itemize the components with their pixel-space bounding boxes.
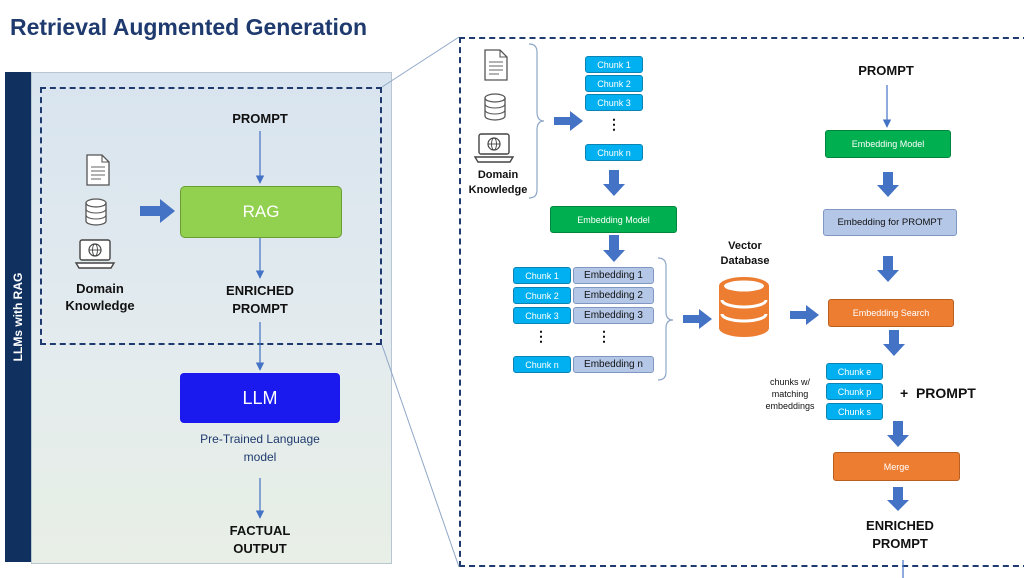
vector-database-icon [719,277,769,337]
detail-dashed-region [459,37,1024,567]
arrow-table-to-vectordb [683,309,712,329]
chunk-chip: Chunk 3 [585,94,643,111]
table-chunk: Chunk 3 [513,307,571,324]
chunk-ellipsis: ⋮ [607,116,621,132]
factual-line2: OUTPUT [233,541,287,556]
embedding-search-box: Embedding Search [828,299,954,327]
brace-table [657,257,674,381]
chunk-chip: Chunk n [585,144,643,161]
table-embedding: Embedding 2 [573,287,654,304]
chunks-note: chunks w/ matching embeddings [758,376,822,412]
matched-chunk: Chunk s [826,403,883,420]
document-icon [484,49,508,81]
table-chunk: Chunk 1 [513,267,571,284]
embedding-model-box: Embedding Model [550,206,677,233]
rag-box: RAG [180,186,342,238]
matched-chunk: Chunk p [826,383,883,400]
arrow-merge-to-enriched [887,487,909,511]
plus-prompt-label: + PROMPT [900,385,976,401]
zoom-line-bottom [381,344,460,568]
detail-domain-knowledge-label: Domain Knowledge [463,168,533,198]
left-domain-line1: Domain [76,281,124,296]
vector-db-line1: Vector [728,240,762,252]
chunks-note-line2: matching [771,389,809,399]
chunks-note-line3: embeddings [765,401,815,411]
embedding-model-prompt-box: Embedding Model [825,130,951,158]
factual-line1: FACTUAL [229,523,291,538]
laptop-globe-icon [74,239,116,269]
arrow-chunks-to-merge [887,421,909,447]
detail-enriched-line2: PROMPT [872,536,928,551]
detail-domain-line2: Knowledge [468,184,528,196]
detail-domain-line1: Domain [477,169,519,181]
zoom-line-top [381,36,460,88]
table-chunk: Chunk 2 [513,287,571,304]
arrow-vectordb-to-search [790,305,819,325]
database-icon [85,198,107,226]
database-icon [484,93,506,121]
chunks-note-line1: chunks w/ [769,377,811,387]
rag-dashed-region [40,87,382,345]
arrow-chunks-to-embedding [603,170,625,196]
matched-chunk: Chunk e [826,363,883,380]
arrow-embedding-to-table [603,235,625,262]
detail-enriched-line1: ENRICHED [866,518,934,533]
detail-prompt-label: PROMPT [858,63,914,78]
embedding-for-prompt-box: Embedding for PROMPT [823,209,957,236]
left-domain-line2: Knowledge [65,298,135,313]
page-title: Retrieval Augmented Generation [10,14,368,40]
arrow-knowledge-to-rag [140,199,175,223]
table-embedding-ellipsis: ⋮ [597,328,611,344]
detail-enriched-prompt-label: ENRICHED PROMPT [850,517,950,553]
chunk-chip: Chunk 1 [585,56,643,73]
table-embedding: Embedding 3 [573,307,654,324]
left-prompt-label: PROMPT [232,111,288,126]
document-icon [86,154,110,186]
arrow-search-to-chunks [883,330,905,356]
merge-box: Merge [833,452,960,481]
table-embedding: Embedding 1 [573,267,654,284]
left-enriched-line2: PROMPT [232,301,288,316]
table-chunk-ellipsis: ⋮ [534,328,548,344]
left-enriched-line1: ENRICHED [226,283,294,298]
arrow-embprompt-to-search [877,256,899,282]
left-panel [31,72,392,564]
brace-knowledge [528,43,545,199]
sidebar-band: LLMs with RAG [5,72,31,562]
arrow-knowledge-to-chunks [554,111,583,131]
chunk-chip: Chunk 2 [585,75,643,92]
pretrained-line2: model [243,450,277,464]
vector-db-line2: Database [720,255,770,267]
vector-database-label: Vector Database [705,239,785,269]
left-domain-knowledge-label: Domain Knowledge [55,280,145,314]
laptop-globe-icon [473,133,515,163]
pretrained-line1: Pre-Trained Language [200,432,320,446]
llm-box: LLM [180,373,340,423]
pretrained-model-label: Pre-Trained Language model [180,430,340,466]
factual-output-label: FACTUAL OUTPUT [210,522,310,558]
left-enriched-prompt-label: ENRICHED PROMPT [210,282,310,318]
table-chunk: Chunk n [513,356,571,373]
table-embedding: Embedding n [573,356,654,373]
arrow-embmodel-to-embprompt [877,172,899,197]
